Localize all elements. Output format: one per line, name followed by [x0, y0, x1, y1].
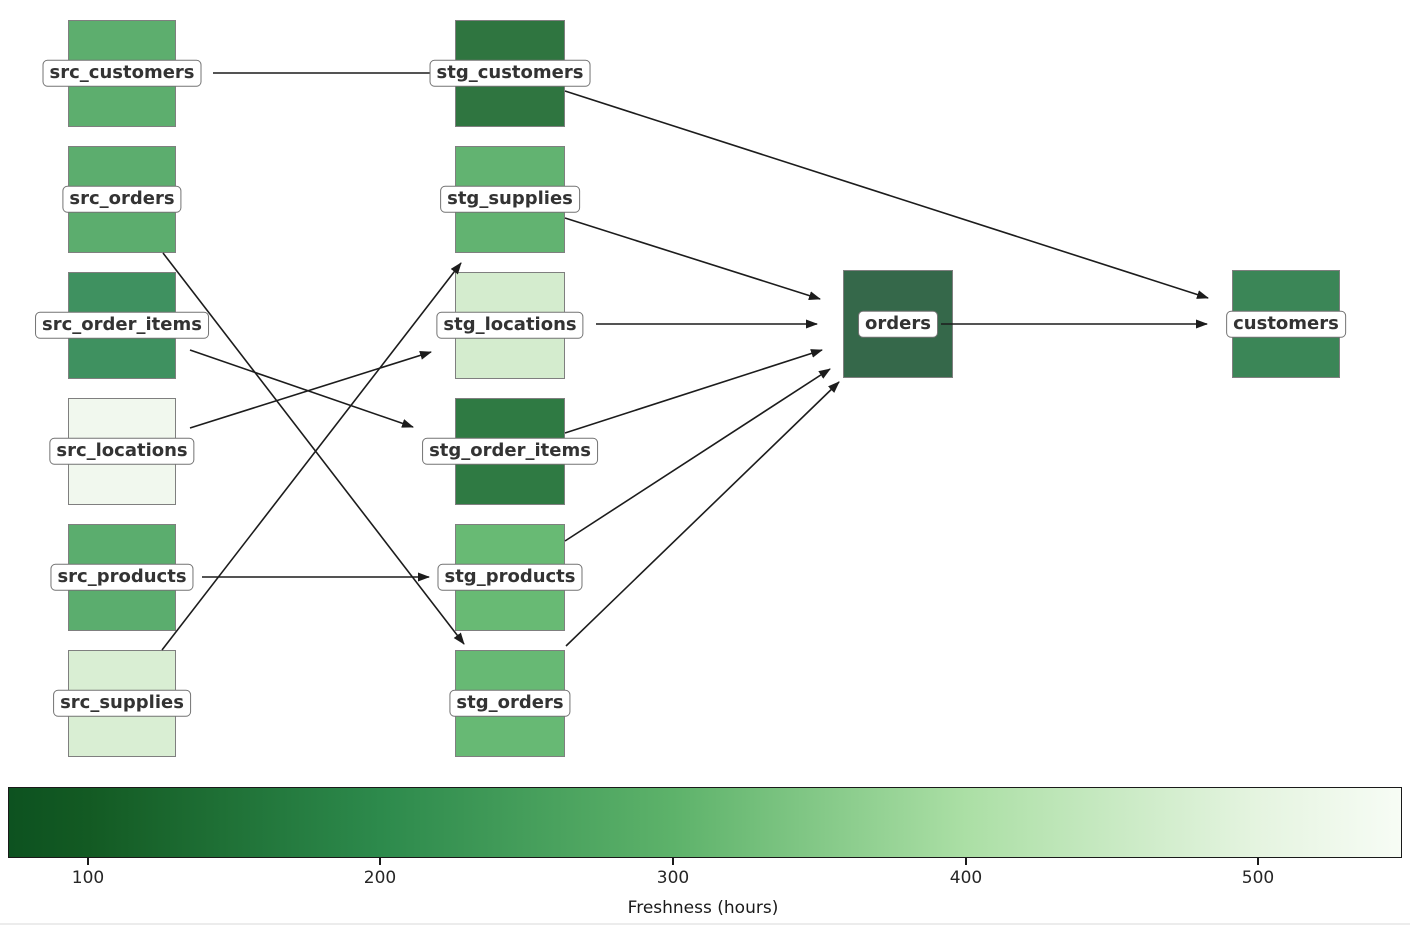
- colorbar-tick-200: [379, 858, 381, 865]
- node-label-stg_order_items: stg_order_items: [422, 437, 598, 465]
- node-label-src_order_items: src_order_items: [35, 311, 209, 339]
- edge-stg_orders-to-orders: [565, 381, 840, 647]
- node-label-src_customers: src_customers: [42, 59, 202, 87]
- node-label-customers: customers: [1226, 310, 1346, 338]
- colorbar-tick-label-200: 200: [363, 868, 397, 888]
- colorbar-tick-500: [1257, 858, 1259, 865]
- node-label-stg_locations: stg_locations: [436, 311, 584, 339]
- edge-stg_supplies-to-orders: [564, 217, 821, 300]
- colorbar-tick-100: [87, 858, 89, 865]
- node-label-src_locations: src_locations: [49, 437, 195, 465]
- node-label-src_supplies: src_supplies: [53, 689, 191, 717]
- colorbar-axis-label: Freshness (hours): [627, 898, 779, 918]
- node-label-stg_products: stg_products: [437, 563, 583, 591]
- colorbar-tick-label-300: 300: [656, 868, 690, 888]
- edge-src_supplies-to-stg_supplies: [161, 262, 462, 651]
- colorbar-tick-label-500: 500: [1241, 868, 1275, 888]
- edge-src_order_items-to-stg_order_items: [189, 349, 414, 428]
- figure-bottom-line: [0, 923, 1410, 925]
- edge-src_orders-to-stg_orders: [162, 252, 465, 645]
- node-label-stg_customers: stg_customers: [429, 59, 591, 87]
- node-label-orders: orders: [858, 310, 938, 338]
- edge-stg_order_items-to-orders: [564, 349, 823, 434]
- colorbar-tick-300: [672, 858, 674, 865]
- colorbar-tick-label-100: 100: [71, 868, 105, 888]
- colorbar-gradient: [8, 787, 1402, 858]
- edge-src_locations-to-stg_locations: [189, 351, 432, 429]
- colorbar-tick-400: [965, 858, 967, 865]
- node-label-stg_supplies: stg_supplies: [440, 185, 580, 213]
- edge-stg_customers-to-customers: [564, 90, 1209, 299]
- node-label-src_orders: src_orders: [62, 185, 182, 213]
- edge-stg_products-to-orders: [564, 368, 831, 542]
- colorbar-tick-label-400: 400: [949, 868, 983, 888]
- node-label-src_products: src_products: [50, 563, 194, 591]
- node-label-stg_orders: stg_orders: [449, 689, 571, 717]
